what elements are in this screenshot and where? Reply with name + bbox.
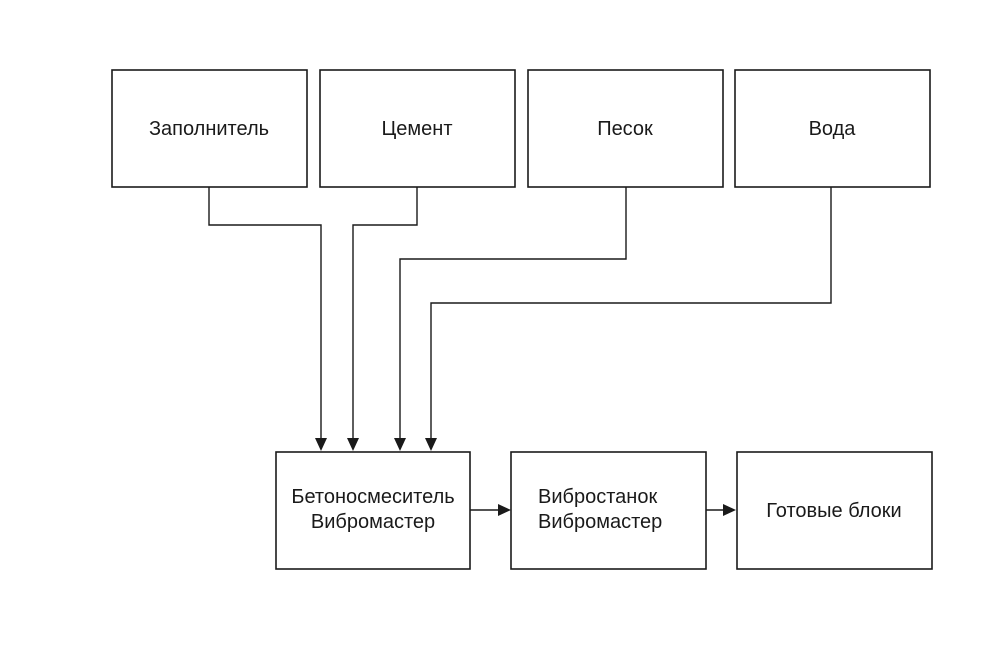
arrowhead-filler (315, 438, 327, 451)
input-box-filler: Заполнитель (111, 69, 308, 188)
connector-filler-to-mixer (208, 187, 322, 440)
arrowhead-sand (394, 438, 406, 451)
input-box-sand: Песок (527, 69, 724, 188)
connector-water-to-mixer (430, 187, 832, 440)
input-label-sand: Песок (597, 118, 653, 140)
connector-cement-to-mixer (352, 187, 418, 440)
blocks-label: Готовые блоки (766, 500, 901, 522)
connector-sand-to-mixer (399, 187, 627, 440)
arrowhead-water (425, 438, 437, 451)
machine-label-line2: Вибромастер (538, 511, 662, 533)
machine-label-line1: Вибростанок (538, 486, 657, 508)
process-box-machine: Вибростанок Вибромастер (510, 451, 707, 570)
input-box-cement: Цемент (319, 69, 516, 188)
process-box-blocks: Готовые блоки (736, 451, 933, 570)
input-label-water: Вода (809, 118, 857, 140)
arrowhead-machine (498, 504, 511, 516)
arrowhead-cement (347, 438, 359, 451)
input-label-filler: Заполнитель (149, 118, 269, 140)
process-box-mixer: Бетоносмеситель Вибромастер (275, 451, 471, 570)
arrowhead-blocks (723, 504, 736, 516)
input-box-water: Вода (734, 69, 931, 188)
mixer-label-line1: Бетоносмеситель (291, 486, 454, 508)
input-label-cement: Цемент (382, 118, 453, 140)
mixer-label-line2: Вибромастер (311, 511, 435, 533)
